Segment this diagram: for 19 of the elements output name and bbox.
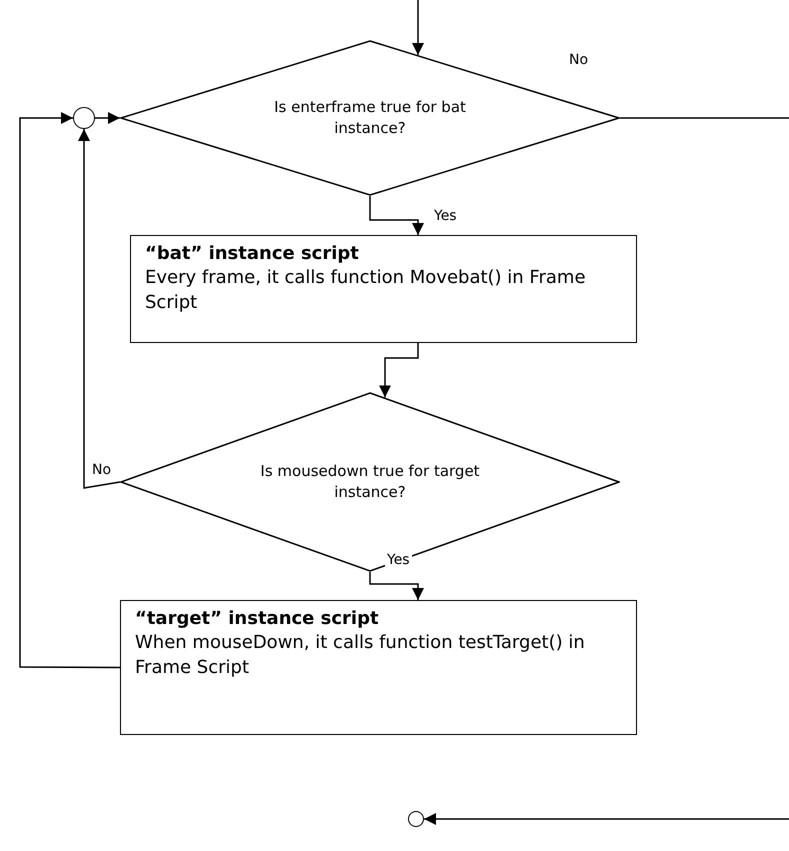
arrow <box>424 813 789 825</box>
decision-question: Is enterframe true for bat instance? <box>273 97 467 139</box>
arrow <box>95 112 120 124</box>
process-description: Every frame, it calls function Movebat() in Frame Script <box>145 266 587 315</box>
arrow <box>369 196 424 235</box>
decision-question: Is mousedown true for target instance? <box>259 461 481 503</box>
edge-label: Yes <box>385 552 412 568</box>
arrow <box>369 572 424 600</box>
arrow <box>379 343 419 398</box>
process-title: “bat” instance script <box>145 242 360 265</box>
connector-circle <box>73 107 95 129</box>
process-box <box>130 235 637 343</box>
process-description: When mouseDown, it calls function testTarget() in Frame Script <box>135 631 586 680</box>
process-box <box>120 600 637 735</box>
arrow <box>412 0 424 55</box>
arrow <box>78 129 120 489</box>
arrow <box>19 112 120 668</box>
process-title: “target” instance script <box>135 607 380 630</box>
connector-circle <box>408 811 424 827</box>
